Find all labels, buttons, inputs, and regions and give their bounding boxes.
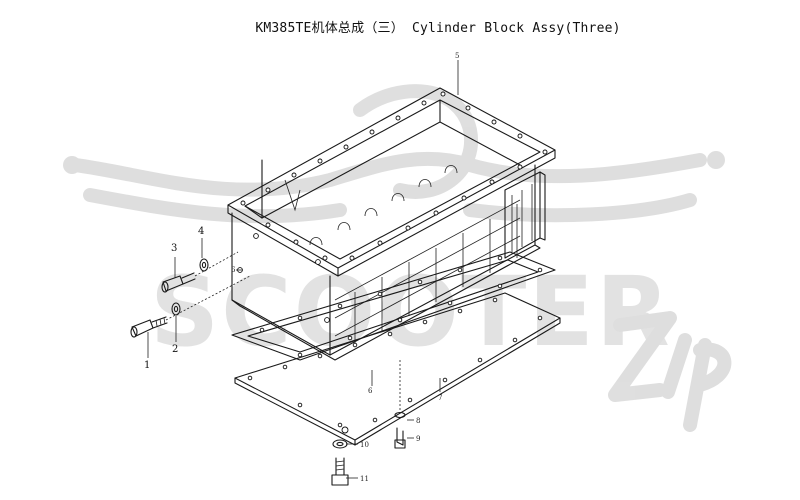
callout-4: 4	[198, 226, 204, 237]
diagram-title: KM385TE机体总成（三） Cylinder Block Assy(Three…	[255, 21, 621, 36]
callout-5: 5	[455, 52, 459, 60]
bottom-bolt-small	[394, 360, 406, 449]
callout-3: 3	[171, 243, 177, 254]
leader-lines	[147, 60, 459, 479]
bottom-drain-plug	[331, 439, 349, 486]
side-washer-lower	[171, 302, 181, 316]
callout-8: 8	[416, 417, 420, 425]
side-bolt-lower	[130, 316, 168, 338]
watermark-logo: SCOOTER	[63, 84, 732, 432]
side-bolt-upper	[161, 272, 196, 293]
callout-6: 6	[368, 387, 373, 395]
bottom-cover-plate	[234, 292, 561, 446]
callout-6-side: 6	[231, 266, 236, 274]
callout-7: 7	[438, 394, 442, 402]
callout-1: 1	[144, 360, 150, 371]
oil-pan-gasket	[231, 251, 556, 361]
callout-labels: 1 2 3 4 5 6 7 8 9 10 11 6	[144, 52, 459, 483]
callout-2: 2	[172, 344, 178, 355]
callout-9: 9	[416, 435, 420, 443]
callout-11: 11	[360, 475, 369, 483]
side-washer-upper	[199, 258, 209, 272]
callout-10: 10	[360, 441, 369, 449]
